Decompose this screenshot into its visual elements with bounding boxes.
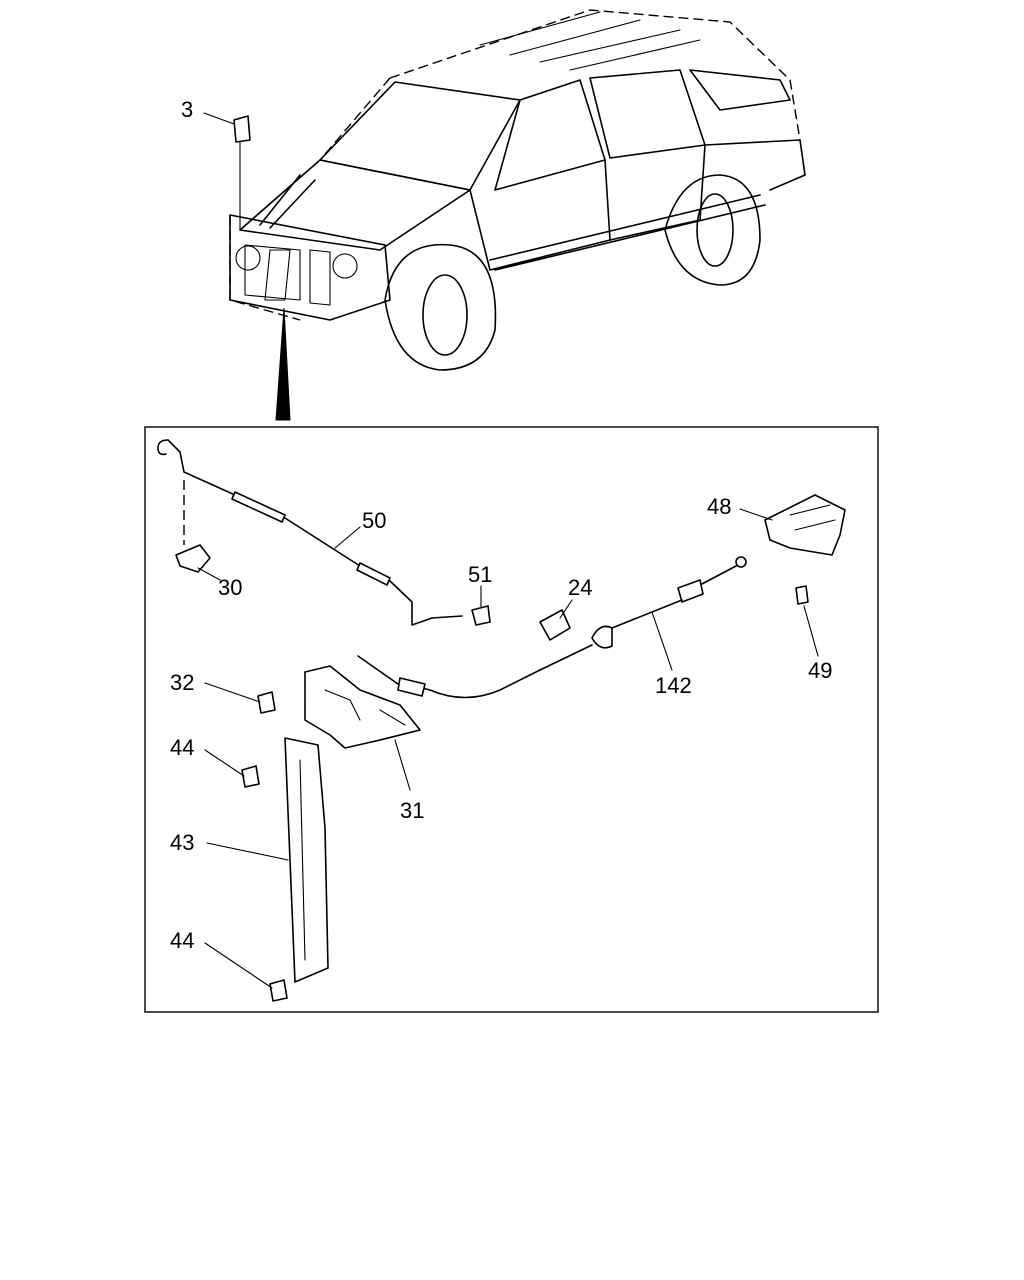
callout-31: 31	[400, 798, 424, 823]
callout-44-lower: 44	[170, 928, 194, 953]
part-43-latch-support	[284, 737, 329, 983]
callout-50: 50	[362, 508, 386, 533]
part-3-bumper-stop	[233, 115, 251, 231]
callout-leaders	[197, 112, 819, 989]
callout-48: 48	[707, 494, 731, 519]
part-51-grommet	[471, 605, 491, 626]
part-24-cable-clip	[539, 609, 571, 641]
part-142-release-cable	[357, 556, 747, 699]
callout-142: 142	[655, 673, 692, 698]
part-30-clip	[175, 544, 211, 573]
part-44-bolt-upper	[241, 765, 260, 788]
exploded-view-frame	[144, 426, 879, 1013]
callout-30: 30	[218, 575, 242, 600]
callout-44-upper: 44	[170, 735, 194, 760]
part-32-bolt	[257, 691, 276, 714]
part-50-hood-prop-rod	[157, 439, 463, 626]
view-pointer-arrow	[275, 307, 291, 421]
callout-3: 3	[181, 97, 193, 122]
part-44-bolt-lower	[269, 979, 288, 1002]
callout-49: 49	[808, 658, 832, 683]
callout-51: 51	[468, 562, 492, 587]
callout-43: 43	[170, 830, 194, 855]
callout-24: 24	[568, 575, 592, 600]
callout-32: 32	[170, 670, 194, 695]
part-48-release-lever	[764, 494, 846, 556]
vehicle-illustration	[229, 9, 806, 421]
part-31-hood-latch	[304, 665, 421, 749]
part-49-screw	[795, 585, 809, 605]
